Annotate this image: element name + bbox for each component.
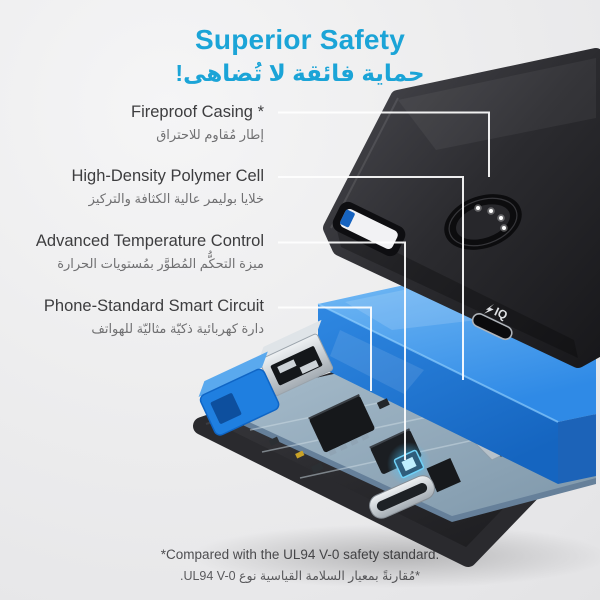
feature-fireproof-casing: Fireproof Casing * إطار مُقاوم للاحتراق — [0, 102, 264, 144]
usb-c-connector — [369, 457, 461, 519]
leader-line-temperature — [278, 241, 406, 460]
lightning-bolt-icon — [483, 303, 495, 314]
feature-label-arabic: إطار مُقاوم للاحتراق — [156, 127, 264, 142]
temperature-chip — [387, 442, 431, 486]
leader-line-polymer-cell — [278, 176, 464, 380]
feature-polymer-cell: High-Density Polymer Cell خلايا بوليمر ع… — [0, 166, 264, 208]
feature-label-arabic: ميزة التحكُّم المُطوَّر بمُستويات الحرار… — [57, 256, 264, 271]
feature-label: Phone-Standard Smart Circuit — [43, 297, 264, 315]
leader-line-smart-circuit — [278, 306, 372, 391]
usb-a-connector — [198, 319, 334, 436]
leader-lines — [278, 111, 490, 460]
feature-label: High-Density Polymer Cell — [71, 167, 264, 185]
feature-label: Fireproof Casing * — [131, 103, 264, 121]
usb-c-port: IQ — [471, 303, 513, 341]
main-chip — [308, 394, 375, 456]
feature-label-arabic: دارة كهربائية ذكيّة مثاليّة للهواتف — [91, 321, 264, 336]
header: Superior Safety حماية فائقة لا تُضاهى! — [0, 24, 600, 87]
page-title: Superior Safety — [195, 24, 405, 55]
led-indicators-icon — [474, 204, 508, 232]
feature-label-arabic: خلايا بوليمر عالية الكثافة والتركيز — [88, 191, 264, 206]
feature-smart-circuit: Phone-Standard Smart Circuit دارة كهربائ… — [0, 296, 264, 338]
powerbank-top-case — [323, 48, 600, 368]
small-components — [268, 398, 390, 474]
ground-shadow — [190, 524, 600, 588]
page-title-arabic: حماية فائقة لا تُضاهى! — [175, 60, 425, 86]
poweriq-label: IQ — [492, 305, 509, 323]
feature-temperature-control: Advanced Temperature Control ميزة التحكُ… — [0, 231, 264, 273]
leader-line-fireproof — [278, 111, 490, 177]
feature-label: Advanced Temperature Control — [35, 232, 264, 250]
